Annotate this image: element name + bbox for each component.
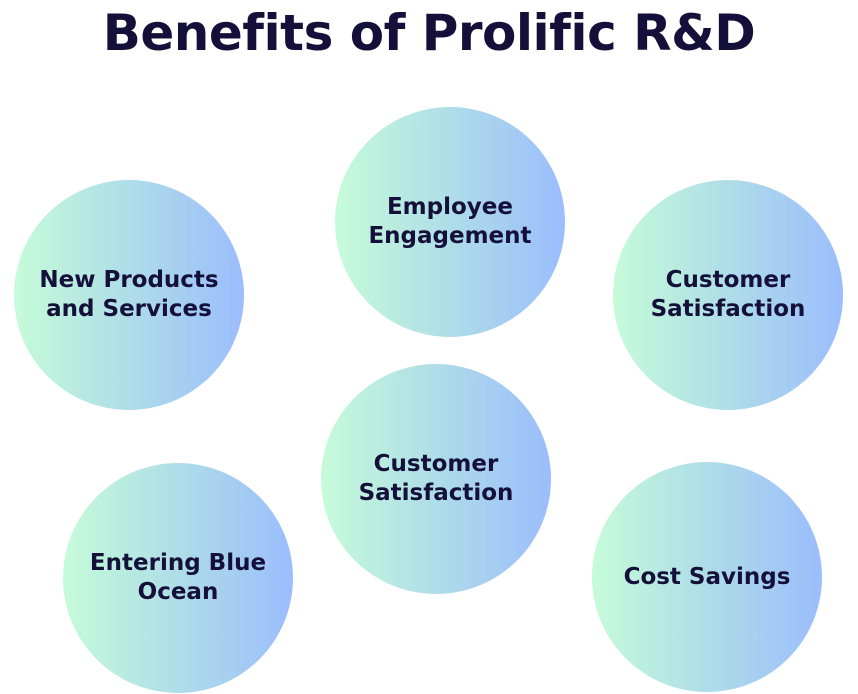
benefit-circle-cost-savings: Cost Savings [592,462,822,692]
benefit-circle-new-products: New Products and Services [14,180,244,410]
benefit-circle-customer-satisfaction-center: Customer Satisfaction [321,364,551,594]
benefit-circle-customer-satisfaction-right: Customer Satisfaction [613,180,843,410]
benefit-label: New Products and Services [39,267,219,322]
benefit-label: Cost Savings [623,563,791,590]
page-title: Benefits of Prolific R&D [102,4,756,62]
benefit-label: Employee Engagement [368,194,532,249]
benefit-label: Entering Blue Ocean [89,550,267,605]
benefit-circle-employee-engagement: Employee Engagement [335,107,565,337]
benefit-circle-entering-blue-ocean: Entering Blue Ocean [63,463,293,693]
benefit-label: Customer Satisfaction [650,267,806,322]
benefit-label: Customer Satisfaction [358,451,514,506]
